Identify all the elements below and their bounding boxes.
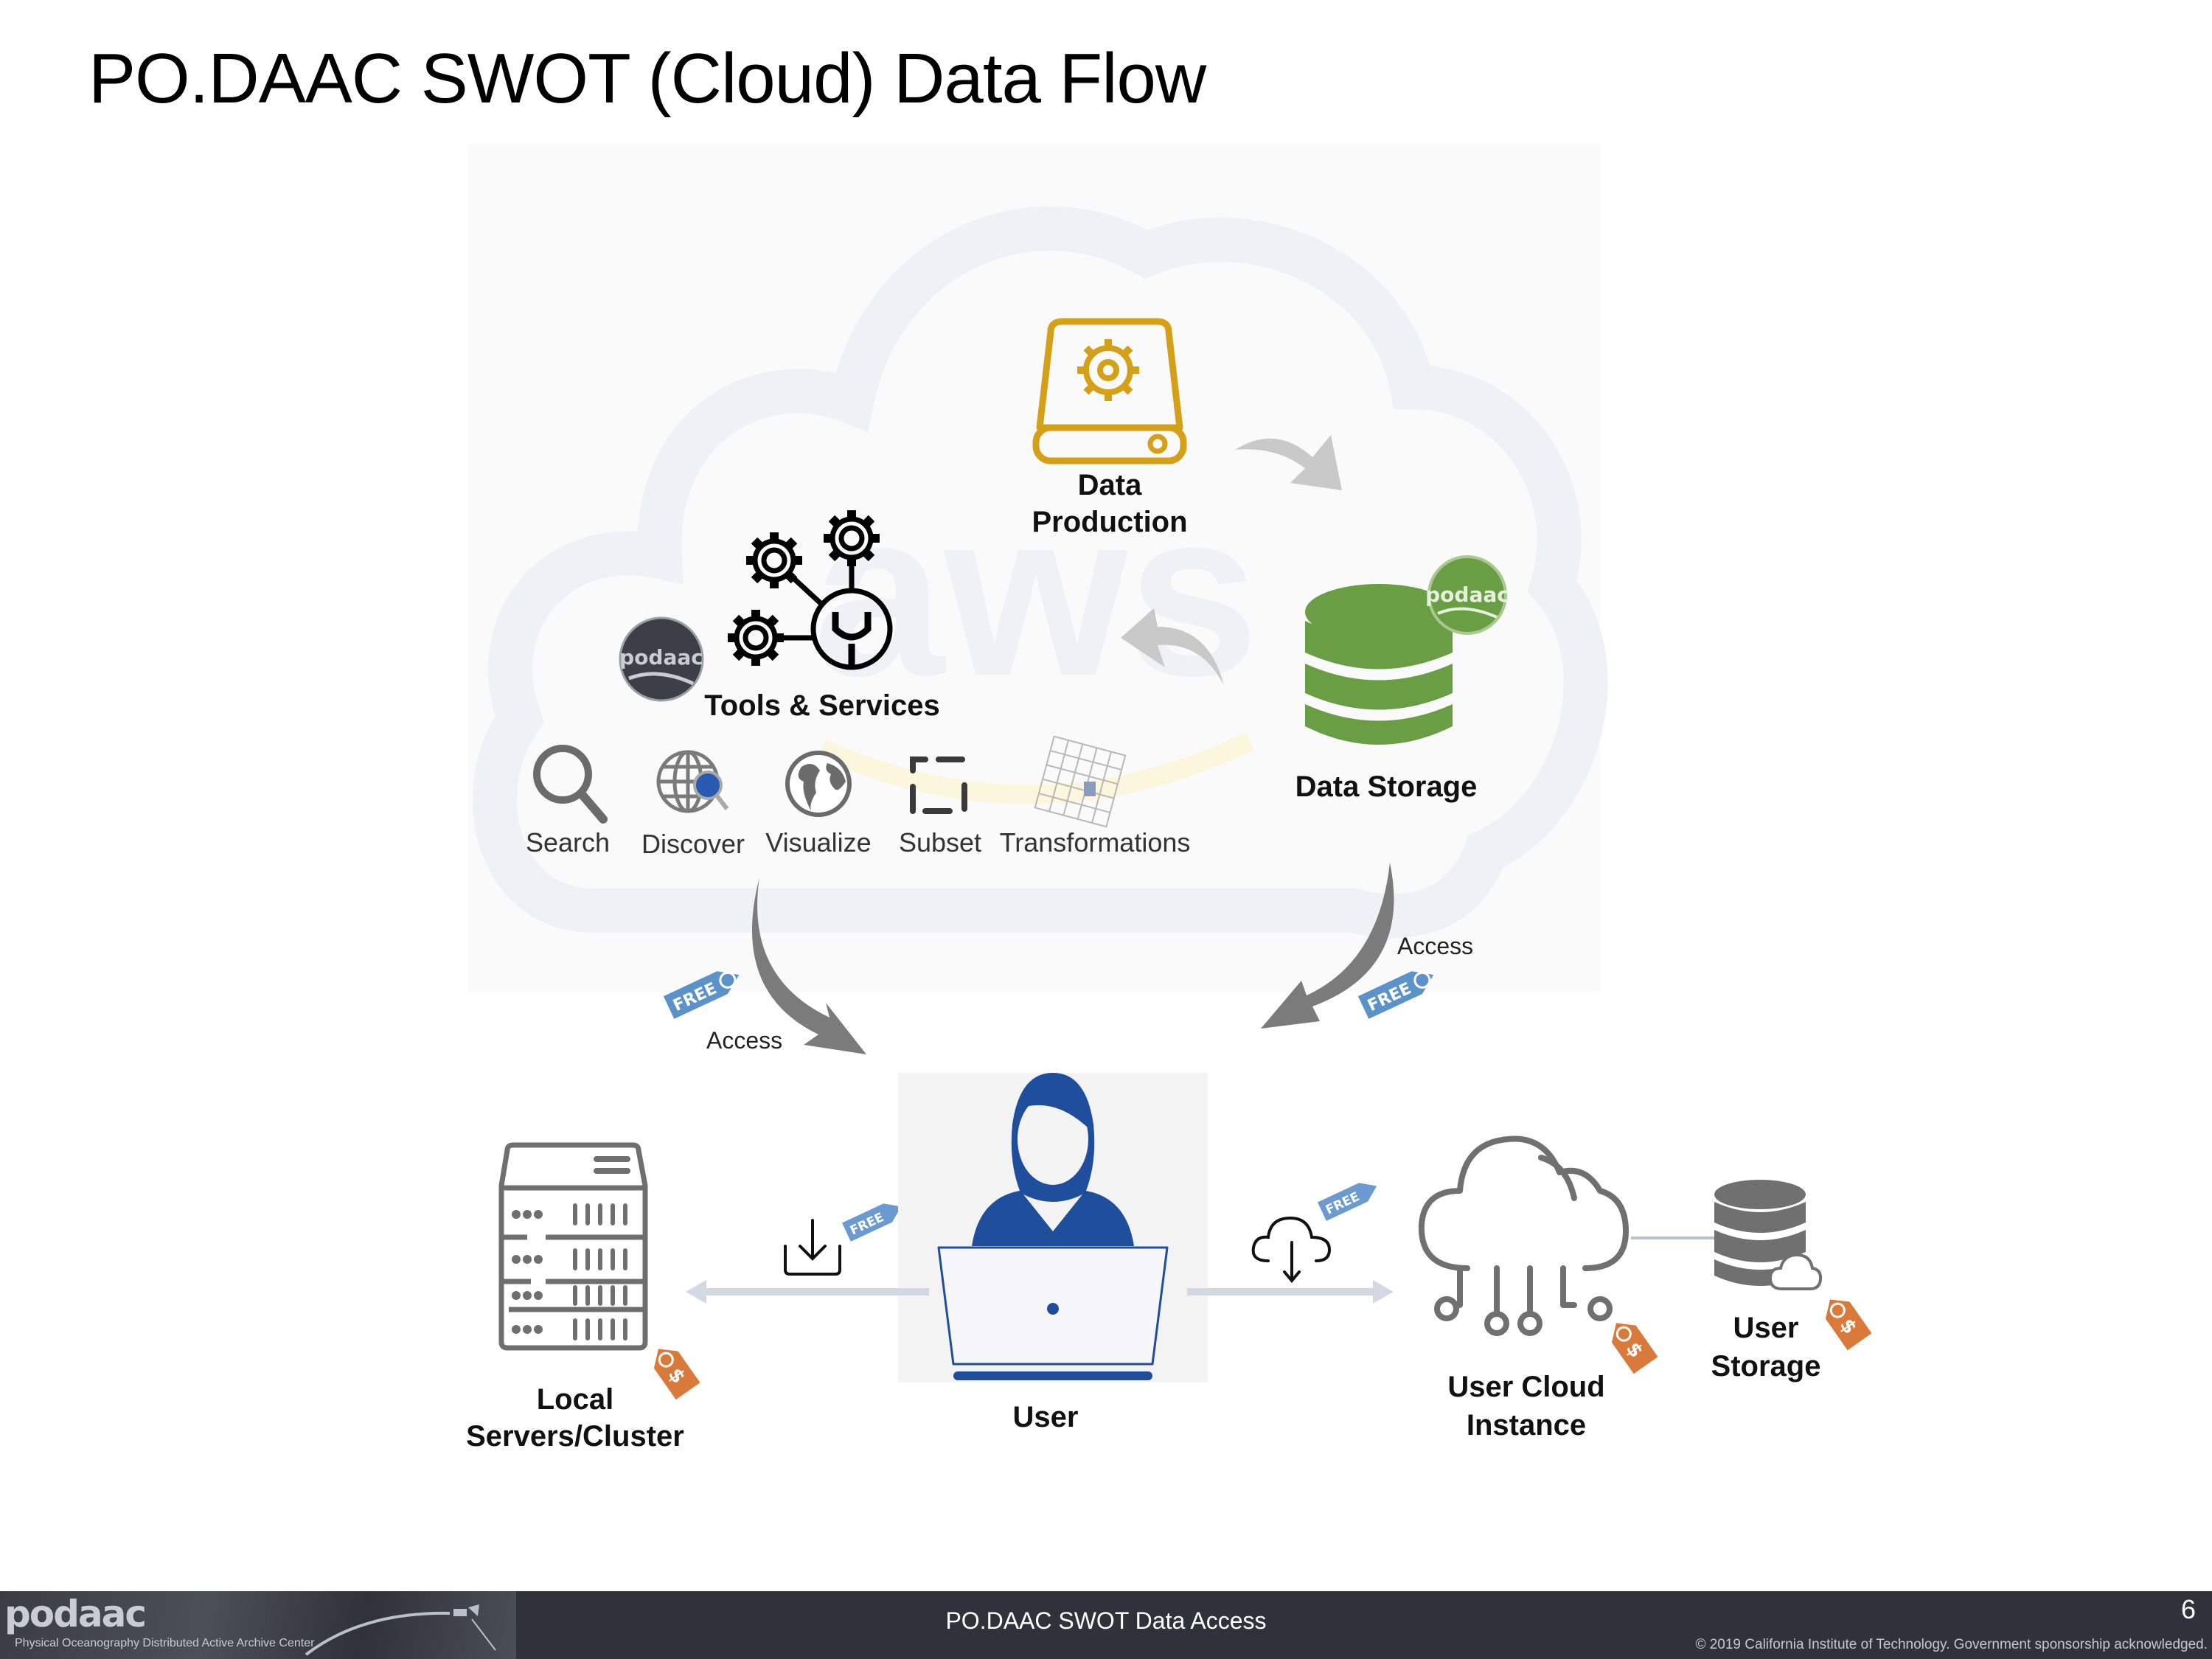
podaac-badge-text: podaac (619, 645, 703, 669)
free-tag-left-access: FREE (661, 956, 752, 1027)
globe-search-icon (656, 750, 729, 813)
free-tag-right-access: FREE (1356, 956, 1447, 1027)
left-access-label: Access (706, 1027, 783, 1054)
earth-icon (785, 751, 852, 817)
podaac-badge-text: podaac (1425, 582, 1509, 607)
tool-label-search: Search (525, 827, 611, 858)
user-to-local-arrow-icon (686, 1280, 929, 1304)
local-servers-label-line1: Local (536, 1383, 614, 1416)
cost-tag-user-storage: $ (1812, 1289, 1874, 1354)
tool-label-discover: Discover (641, 829, 745, 859)
user-to-cloud-arrow-icon (1187, 1280, 1394, 1304)
user-cloud-instance-label-line1: User Cloud (1447, 1371, 1605, 1403)
local-servers-label-line2: Servers/Cluster (466, 1420, 684, 1453)
cost-tag-local-servers: $ (640, 1338, 703, 1404)
user-storage-label-line2: Storage (1711, 1350, 1821, 1382)
tools-services-label: Tools & Services (704, 689, 940, 722)
user-storage-label-line1: User (1733, 1312, 1799, 1344)
tools-services-icon-group (719, 505, 896, 686)
user-laptop-icon (937, 1073, 1169, 1380)
tool-label-visualize: Visualize (765, 827, 872, 858)
podaac-logo-subtitle: Physical Oceanography Distributed Active… (15, 1637, 315, 1649)
cloud-download-icon (1251, 1216, 1332, 1284)
free-tag-download: FREE (840, 1192, 911, 1249)
user-label: User (1012, 1401, 1079, 1433)
data-storage-label: Data Storage (1295, 771, 1478, 803)
data-production-label-line2: Production (1032, 506, 1188, 538)
cost-tag-user-cloud-instance: $ (1598, 1312, 1660, 1378)
data-storage-podaac-badge: podaac (1425, 554, 1509, 639)
data-production-node (1029, 317, 1191, 468)
tool-label-subset: Subset (898, 827, 982, 858)
data-storage-node (1305, 582, 1460, 763)
cloud-outline (472, 206, 1608, 939)
cloud-network-icon (1418, 1135, 1629, 1336)
storage-to-user-access-arrow-icon (1261, 863, 1394, 1029)
local-servers-label: Local Servers/Cluster (442, 1381, 708, 1455)
download-icon (784, 1219, 841, 1276)
data-production-label: Data Production (1003, 467, 1217, 540)
diagram-background: aws (468, 144, 1608, 992)
user-node (898, 1073, 1208, 1382)
slide-title: PO.DAAC SWOT (Cloud) Data Flow (88, 39, 1206, 118)
slide-page-number: 6 (2180, 1594, 2196, 1624)
storage-to-tools-arrow-icon (1121, 608, 1224, 686)
right-access-label: Access (1397, 933, 1474, 959)
magnifier-icon (533, 745, 608, 824)
user-cloud-instance-label: User Cloud Instance (1401, 1368, 1652, 1444)
tools-services-podaac-badge: podaac (618, 616, 705, 706)
server-rack-icon (498, 1142, 648, 1351)
tool-label-transformations: Transformations (999, 827, 1191, 858)
subset-bracket-icon (910, 757, 967, 814)
gears-wrench-icon (728, 510, 893, 670)
production-to-storage-arrow-icon (1235, 435, 1342, 490)
user-storage-label: User Storage (1688, 1309, 1843, 1385)
cloud-database-icon (1714, 1180, 1823, 1290)
satellite-icon (305, 1604, 496, 1656)
copyright-notice: © 2019 California Institute of Technolog… (1695, 1637, 2208, 1652)
hard-drive-gear-icon (1032, 318, 1187, 465)
tools-to-user-access-arrow-icon (752, 877, 866, 1054)
podaac-logo: podaac (4, 1593, 147, 1635)
footer-bar: podaac Physical Oceanography Distributed… (0, 1591, 2212, 1659)
server-indicators (512, 1210, 543, 1334)
aws-watermark-text: aws (813, 461, 1259, 725)
user-cloud-instance-label-line2: Instance (1466, 1409, 1587, 1441)
aws-smile-watermark (818, 732, 1254, 804)
free-tag-cloud-transfer: FREE (1315, 1172, 1386, 1228)
grid-transform-icon (1034, 735, 1127, 828)
footer-logo-banner: podaac Physical Oceanography Distributed… (0, 1591, 516, 1659)
footer-presentation-title: PO.DAAC SWOT Data Access (945, 1607, 1267, 1634)
database-icon (1305, 584, 1453, 745)
data-production-label-line1: Data (1077, 469, 1142, 501)
cloud-to-storage-connector (1631, 1237, 1719, 1239)
aws-cloud-watermark: aws (472, 206, 1608, 939)
